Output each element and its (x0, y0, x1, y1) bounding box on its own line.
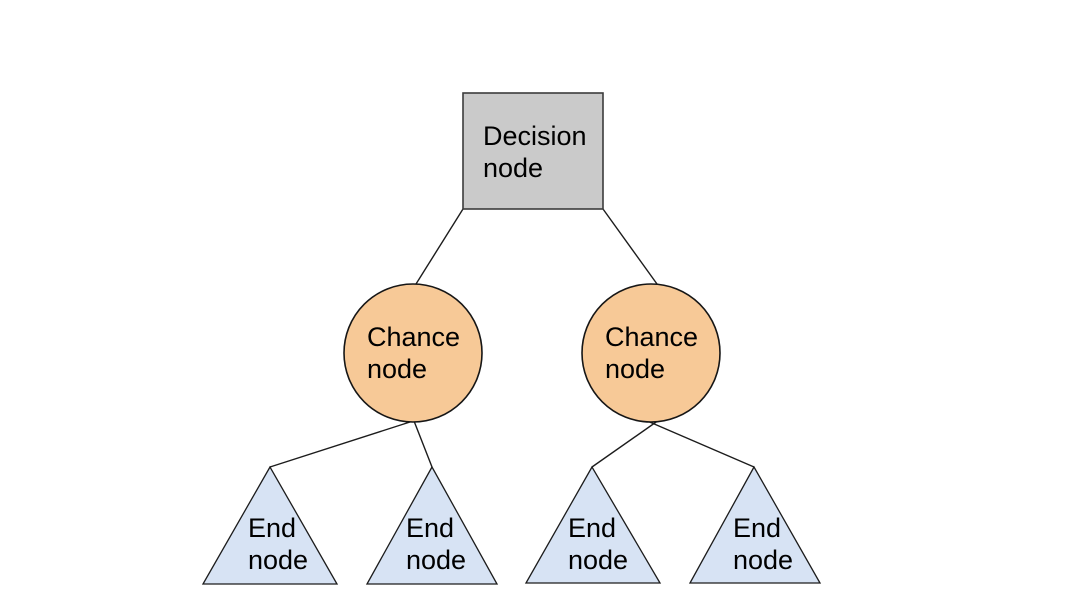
edge-chance-right-to-end-3 (591, 419, 660, 468)
decision-node-shape (462, 92, 604, 210)
end-node-3: End node (524, 465, 662, 584)
end-1-label-line-2: node (248, 545, 308, 575)
edge-decision-to-chance-right (602, 208, 658, 285)
chance-right-label-line-1: Chance (605, 322, 698, 352)
end-3-label-line-1: End (568, 513, 616, 543)
end-node-2: End node (365, 465, 499, 585)
chance-node-right: Chance node (581, 283, 721, 423)
edge-decision-to-chance-left (415, 208, 464, 285)
end-2-label-line-2: node (406, 545, 466, 575)
end-node-4: End node (688, 465, 822, 584)
chance-node-left: Chance node (343, 283, 483, 423)
decision-label-line-2: node (483, 153, 543, 183)
end-node-1-shape (201, 465, 339, 585)
edge-chance-left-to-end-2 (413, 420, 433, 468)
edges-group (269, 208, 755, 468)
end-node-4-shape (688, 465, 822, 584)
chance-left-label-line-1: Chance (367, 322, 460, 352)
chance-node-left-label: Chance node (367, 322, 468, 384)
decision-node-label: Decision node (483, 121, 594, 183)
end-node-1: End node (201, 465, 339, 585)
end-4-label-line-1: End (733, 513, 781, 543)
decision-node: Decision node (462, 92, 604, 210)
end-1-label-line-1: End (248, 513, 296, 543)
chance-right-label-line-2: node (605, 354, 665, 384)
end-node-2-label: End node (406, 513, 466, 575)
end-node-2-shape (365, 465, 499, 585)
chance-node-left-shape (343, 283, 483, 423)
end-node-4-label: End node (733, 513, 793, 575)
end-3-label-line-2: node (568, 545, 628, 575)
end-node-3-shape (524, 465, 662, 584)
end-node-1-label: End node (248, 513, 308, 575)
end-2-label-line-1: End (406, 513, 454, 543)
end-node-3-label: End node (568, 513, 628, 575)
chance-node-right-label: Chance node (605, 322, 706, 384)
chance-left-label-line-2: node (367, 354, 427, 384)
edge-chance-left-to-end-1 (269, 421, 411, 468)
end-4-label-line-2: node (733, 545, 793, 575)
chance-node-right-shape (581, 283, 721, 423)
decision-label-line-1: Decision (483, 121, 587, 151)
edge-chance-right-to-end-4 (644, 419, 755, 468)
